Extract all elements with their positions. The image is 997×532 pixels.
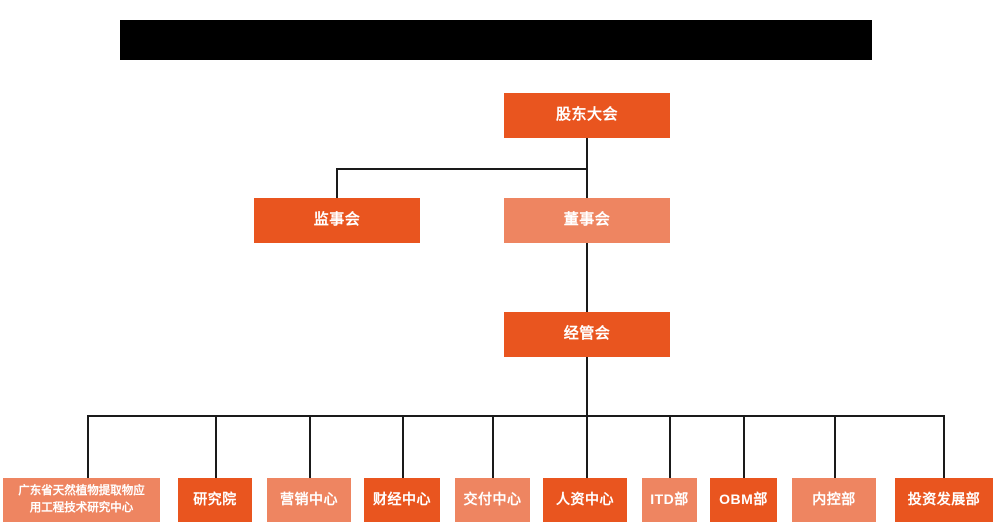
org-node-itd-department[interactable]: ITD部 [642, 478, 697, 522]
org-node-internal-control-department[interactable]: 内控部 [792, 478, 876, 522]
connector-departments-bus [87, 415, 943, 417]
connector-to-guangdong-research-center [87, 415, 89, 478]
connector-to-board-of-supervisors [336, 168, 338, 198]
connector-to-delivery-center [492, 415, 494, 478]
connector-to-marketing-center [309, 415, 311, 478]
connector-to-itd-department [669, 415, 671, 478]
connector-to-board-of-directors [586, 168, 588, 198]
connector-to-internal-control-department [834, 415, 836, 478]
org-node-board-of-supervisors[interactable]: 监事会 [254, 198, 420, 243]
org-node-guangdong-research-center[interactable]: 广东省天然植物提取物应 用工程技术研究中心 [3, 478, 160, 522]
connector-to-investment-development-department [943, 415, 945, 478]
org-node-delivery-center[interactable]: 交付中心 [455, 478, 530, 522]
org-node-shareholders-meeting[interactable]: 股东大会 [504, 93, 670, 138]
redacted-title-banner [120, 20, 872, 60]
connector-to-finance-center [402, 415, 404, 478]
org-node-finance-center[interactable]: 财经中心 [364, 478, 440, 522]
org-node-board-of-directors[interactable]: 董事会 [504, 198, 670, 243]
org-node-management-committee[interactable]: 经管会 [504, 312, 670, 357]
connector-to-obm-department [743, 415, 745, 478]
connector-directors-to-management-committee [586, 243, 588, 312]
org-node-obm-department[interactable]: OBM部 [710, 478, 777, 522]
connector-shareholders-stem [586, 138, 588, 168]
connector-to-research-institute [215, 415, 217, 478]
org-node-hr-center[interactable]: 人资中心 [543, 478, 627, 522]
org-node-marketing-center[interactable]: 营销中心 [267, 478, 351, 522]
org-node-research-institute[interactable]: 研究院 [178, 478, 252, 522]
org-node-investment-development-department[interactable]: 投资发展部 [895, 478, 993, 522]
connector-to-hr-center [586, 415, 588, 478]
connector-management-committee-stem [586, 357, 588, 415]
connector-level2-bus [336, 168, 586, 170]
